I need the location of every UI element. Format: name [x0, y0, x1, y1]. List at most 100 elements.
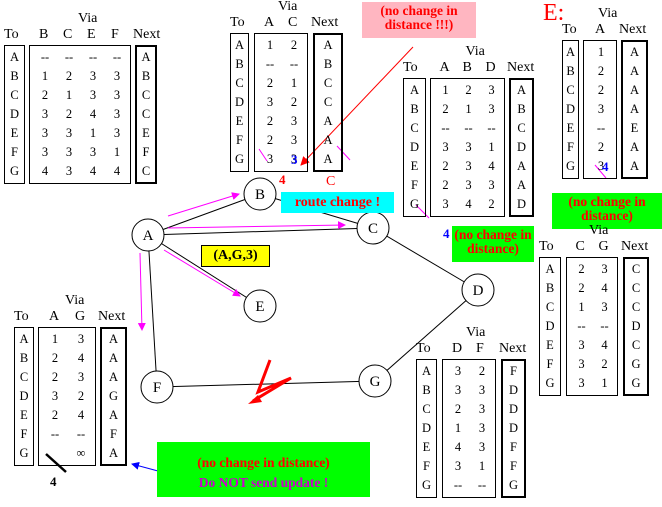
table-e-cost: 2: [597, 83, 605, 97]
table-g-cost: 2: [454, 402, 462, 416]
table-a-next-hop: C: [141, 164, 151, 178]
table-d-next-hop: G: [631, 376, 641, 390]
table-a-next-hop: E: [142, 126, 150, 140]
link-a-e: [147, 234, 261, 307]
table-d-dest: B: [545, 281, 555, 295]
link-c-d: [372, 227, 479, 291]
e-old-distance: 4: [602, 159, 609, 174]
table-d-next-hop: C: [631, 281, 641, 295]
table-g-next-hop: D: [508, 421, 519, 435]
table-b-cost: 3: [290, 133, 298, 147]
table-g-cost: 4: [454, 440, 462, 454]
table-e-next-hop: A: [629, 45, 640, 59]
nodes: [131, 177, 495, 404]
table-d-cost: --: [577, 319, 586, 333]
table-e-to-header: To: [562, 22, 577, 37]
arrow-a-to-f: [137, 252, 146, 331]
b-new-distance: 3: [291, 152, 298, 167]
table-d-cost: 1: [601, 376, 608, 390]
table-c-next-hop: A: [516, 83, 527, 97]
table-b-cost: 1: [290, 76, 298, 90]
table-b-via-header: A: [264, 15, 275, 30]
table-b-next-hop: A: [323, 38, 333, 52]
table-d-to-header: To: [539, 239, 554, 254]
f-strike-mark: [45, 453, 67, 473]
table-c-cost: 1: [488, 140, 495, 154]
c-old-distance: 4: [443, 226, 450, 241]
node-f-label: F: [153, 380, 161, 396]
table-e-next-hop: A: [629, 64, 640, 78]
table-e-next-hop: A: [629, 159, 640, 173]
table-g-dest: B: [422, 383, 431, 397]
table-b-next-hop: B: [323, 57, 333, 71]
table-b-dest: C: [235, 76, 244, 90]
table-a-cost: --: [64, 50, 74, 64]
table-f-dest: G: [19, 446, 29, 460]
table-a-dest: D: [9, 107, 20, 121]
table-g-next-hop: F: [510, 364, 517, 378]
table-a-cost: 4: [113, 164, 121, 178]
table-f-cost: 2: [51, 370, 59, 384]
table-b-dest: D: [234, 95, 245, 109]
table-d-dest: C: [545, 300, 555, 314]
table-b-title: Via: [278, 0, 298, 14]
table-e-dest: D: [565, 102, 576, 116]
table-a-dest: C: [10, 88, 19, 102]
table-a-cost: --: [40, 50, 50, 64]
table-g-dest: A: [421, 364, 432, 378]
table-e-next-hop: A: [629, 140, 640, 154]
table-a-cost: 1: [41, 69, 49, 83]
table-b-cost: --: [265, 57, 275, 71]
table-c-cost: 2: [442, 159, 449, 173]
table-c-dest: A: [409, 83, 420, 97]
table-e-via-header: A: [595, 22, 606, 37]
table-f-dest: B: [19, 351, 29, 365]
table-d-next-hop: C: [631, 338, 641, 352]
table-c-cost: 1: [442, 83, 449, 97]
table-b-next-header: Next: [311, 15, 339, 30]
table-b-cost: 1: [266, 38, 274, 52]
table-d-next-hop: G: [631, 357, 641, 371]
table-c-cost: --: [441, 121, 450, 135]
table-g-to-header: To: [416, 341, 431, 356]
table-c-cost: 3: [488, 178, 495, 192]
table-g-cost: --: [477, 478, 487, 492]
table-a-cost: 2: [65, 69, 73, 83]
table-c-title: Via: [465, 44, 485, 59]
table-a-cost: 1: [65, 88, 73, 102]
table-f-next-hop: A: [108, 332, 119, 346]
table-g-dest: E: [422, 440, 431, 454]
link-failure-arrowhead: [248, 395, 262, 404]
note-no-update-text: Do NOT send update !: [198, 475, 329, 490]
table-d-next-hop: C: [631, 300, 641, 314]
table-a-cost: 1: [113, 145, 121, 159]
arrow-a-to-c: [167, 221, 346, 230]
table-e-dest: B: [566, 64, 575, 78]
table-c-next-hop: B: [517, 102, 526, 116]
b-old-distance: 4: [279, 172, 286, 187]
table-c-dest: B: [410, 102, 419, 116]
table-c-next-hop: D: [516, 197, 527, 211]
table-b-next-hop: A: [323, 133, 333, 147]
note-no-change-e-text: (no change in distance): [568, 194, 646, 224]
table-e-dest: C: [566, 83, 575, 97]
table-a-cost: 4: [89, 107, 97, 121]
table-d-cost: 2: [601, 357, 608, 371]
update-message: (A,G,3): [213, 248, 258, 263]
note-no-change-e: (no change in distance): [552, 193, 662, 229]
table-a-dest: E: [10, 126, 19, 140]
update-arrows: [137, 145, 607, 331]
table-g-next-hop: F: [510, 440, 517, 454]
table-c-next-hop: A: [516, 178, 527, 192]
table-f-dest: C: [19, 370, 29, 384]
table-c-cost: 2: [442, 102, 449, 116]
